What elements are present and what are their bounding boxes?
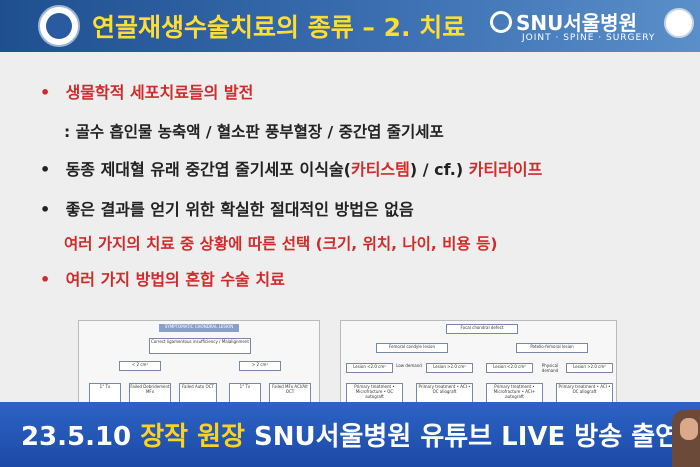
brand-ring-icon: [490, 11, 512, 33]
bullet-2: • 동종 제대혈 유래 중간엽 줄기세포 이식술(카티스템) / cf.) 카티…: [40, 156, 542, 180]
left-large-lesion-node: > 2 cm²: [239, 361, 281, 371]
right-top-node: Focal chondral defect: [446, 324, 518, 334]
left-leaf-2: Failed Debridement MFx: [129, 383, 171, 403]
live-broadcast-banner: 23.5.10 장작 원장 SNU서울병원 유튜브 LIVE 방송 출연: [0, 402, 700, 467]
left-leaf-5: Failed MFx ACI/Alt OCT: [269, 383, 311, 403]
bullet-2-text-c: ) / cf.): [409, 160, 469, 179]
bullet-4-text: 여러 가지 방법의 혼합 수술 치료: [65, 270, 285, 289]
bullet-3-text: 좋은 결과를 얻기 위한 확실한 절대적인 방법은 없음: [65, 200, 414, 219]
left-leaf-3: Failed Auto OCT: [179, 383, 217, 403]
cartilife-label: 카티라이프: [468, 160, 543, 179]
slide-header: 연골재생수술치료의 종류 – 2. 치료 SNU서울병원 JOINT · SPI…: [0, 0, 700, 52]
left-leaf-1: 1° Tx: [89, 383, 121, 403]
banner-text: 23.5.10 장작 원장 SNU서울병원 유튜브 LIVE 방송 출연: [0, 416, 700, 453]
cartistem-label: 카티스템: [350, 160, 410, 179]
right-patello-node: Patello-femoral lesion: [516, 343, 588, 353]
right-physical-demand: Physical demand: [541, 363, 559, 373]
left-leaf-4: 1° Tx: [229, 383, 261, 403]
right-low-demand: Low demand: [396, 363, 422, 368]
emblem-icon: [664, 8, 694, 38]
left-top-node: SYMPTOMATIC CHONDRAL LESION: [159, 324, 239, 332]
bullet-1-text: 생물학적 세포치료들의 발전: [65, 83, 254, 102]
bullet-4: • 여러 가지 방법의 혼합 수술 치료: [40, 266, 285, 290]
right-lesion-4: Lesion >2.0 cm²: [566, 363, 613, 373]
left-second-node: Correct ligamentous insufficiency / Mala…: [149, 338, 251, 354]
right-lesion-3: Lesion <2.0 cm²: [486, 363, 533, 373]
bullet-3: • 좋은 결과를 얻기 위한 확실한 절대적인 방법은 없음: [40, 196, 414, 220]
brand-name: SNU서울병원: [516, 11, 637, 35]
university-seal-icon: [38, 5, 80, 47]
banner-highlight: 장작 원장: [140, 422, 245, 452]
right-femoral-node: Femoral condyle lesion: [376, 343, 448, 353]
bullet-1-detail: : 골수 흡인물 농축액 / 혈소판 풍부혈장 / 중간엽 줄기세포: [64, 123, 444, 141]
speaker-video-thumbnail: [672, 410, 700, 467]
bullet-dot: •: [40, 270, 51, 289]
left-small-lesion-node: < 2 cm²: [119, 361, 161, 371]
slide-body: • 생물학적 세포치료들의 발전 : 골수 흡인물 농축액 / 혈소판 풍부혈장…: [0, 52, 700, 412]
right-lesion-2: Lesion >2.0 cm²: [426, 363, 473, 373]
bullet-dot: •: [40, 160, 51, 179]
bullet-1: • 생물학적 세포치료들의 발전: [40, 79, 253, 103]
speaker-face: [680, 418, 698, 440]
left-treatment-algorithm: SYMPTOMATIC CHONDRAL LESION Correct liga…: [78, 320, 320, 412]
hospital-brand: SNU서울병원 JOINT · SPINE · SURGERY: [490, 5, 660, 47]
bullet-3-detail: 여러 가지의 치료 중 상황에 따른 선택 (크기, 위치, 나이, 비용 등): [64, 235, 498, 253]
banner-rest: SNU서울병원 유튜브 LIVE 방송 출연: [244, 422, 680, 452]
slide-title: 연골재생수술치료의 종류 – 2. 치료: [92, 13, 466, 42]
brand-subtitle: JOINT · SPINE · SURGERY: [522, 33, 656, 43]
right-lesion-1: Lesion <2.0 cm²: [346, 363, 393, 373]
bullet-2-text-a: 동종 제대혈 유래 중간엽 줄기세포 이식술(: [65, 160, 351, 179]
right-treatment-algorithm: Focal chondral defect Femoral condyle le…: [340, 320, 617, 412]
bullet-dot: •: [40, 200, 51, 219]
bullet-dot: •: [40, 83, 51, 102]
banner-date: 23.5.10: [20, 422, 141, 452]
